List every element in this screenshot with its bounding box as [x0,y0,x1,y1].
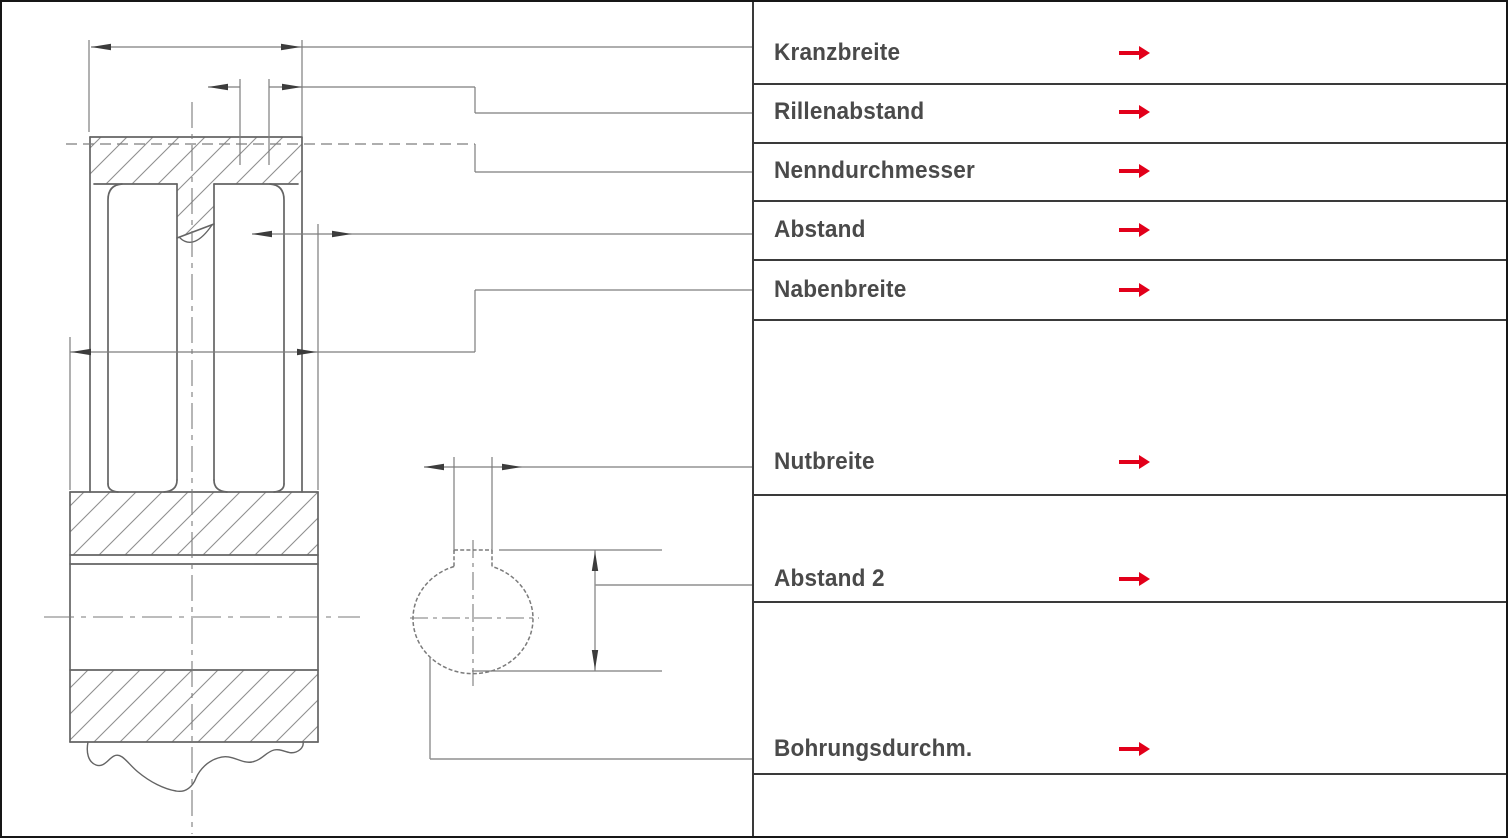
row-separator [752,773,1506,775]
dimension-arrowheads [71,43,599,670]
table-row-abstand: Abstand [774,215,1204,245]
dimension-label: Nenndurchmesser [774,157,975,184]
keyway-notch [453,549,493,567]
bore-circle [412,565,534,675]
dimension-label: Abstand [774,216,866,243]
dimension-label: Kranzbreite [774,39,901,66]
row-separator [752,200,1506,202]
table-row-kranzbreite: Kranzbreite [774,38,1204,68]
right-arrow-icon [1119,164,1150,178]
row-separator [752,601,1506,603]
table-row-rillenabstand: Rillenabstand [774,97,1204,127]
dimension-label: Bohrungsdurchm. [774,735,973,762]
dimension-label: Rillenabstand [774,98,925,125]
table-row-abstand-2: Abstand 2 [774,564,1204,594]
dimension-label: Nabenbreite [774,276,907,303]
bore-detail-view [412,549,534,675]
dimension-label: Nutbreite [774,448,875,475]
section-hatch-areas [70,137,318,742]
row-separator [752,142,1506,144]
nabenbreite-dimension [70,289,752,353]
right-arrow-icon [1119,46,1150,60]
pulley-section-outline [69,136,319,793]
bohrung-leader [429,657,752,760]
right-arrow-icon [1119,455,1150,469]
right-arrow-icon [1119,742,1150,756]
rillenabstand-dimension [208,86,752,114]
row-separator [752,83,1506,85]
right-arrow-icon [1119,105,1150,119]
right-arrow-icon [1119,572,1150,586]
row-separator [752,259,1506,261]
right-arrow-icon [1119,283,1150,297]
dimension-label: Abstand 2 [774,565,885,592]
row-separator [752,319,1506,321]
row-separator [752,494,1506,496]
table-row-nabenbreite: Nabenbreite [774,275,1204,305]
table-left-border [752,2,754,836]
table-row-nutbreite: Nutbreite [774,447,1204,477]
table-row-nenndurchmesser: Nenndurchmesser [774,156,1204,186]
table-row-bohrungsdurchm: Bohrungsdurchm. [774,734,1204,764]
right-arrow-icon [1119,223,1150,237]
break-line [86,741,304,793]
centerlines [44,102,539,834]
